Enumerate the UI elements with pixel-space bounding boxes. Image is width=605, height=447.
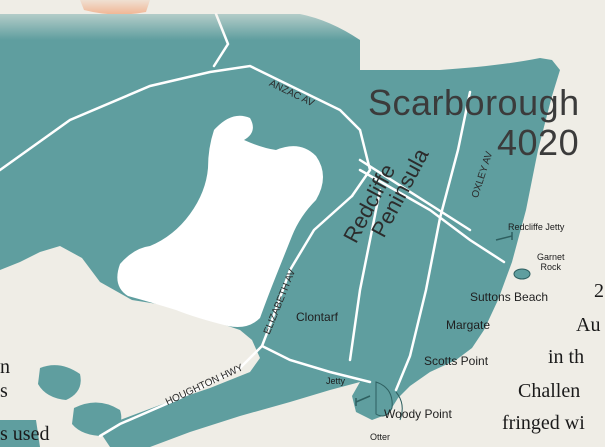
jetties [355, 232, 513, 406]
place-jetty: Jetty [326, 376, 346, 386]
garnet-rock-shape [513, 268, 531, 280]
road-oxley [394, 90, 472, 392]
place-suttons-beach: Suttons Beach [470, 290, 549, 304]
article-fragment-left-2: s [0, 380, 8, 402]
place-garnet-rock: Garnet Rock [537, 252, 565, 272]
land-fragment-sw [0, 420, 40, 447]
road-anzac [0, 64, 372, 198]
place-garnet-rock-line-2: Rock [540, 262, 562, 272]
place-otter: Otter [370, 432, 391, 442]
roads [0, 12, 506, 438]
article-fragment-right-1: 2 [594, 280, 604, 302]
article-fragment-left-3: s used [0, 423, 50, 445]
article-fragment-right-4: Challen [518, 380, 581, 402]
place-margate: Margate [446, 318, 491, 332]
island-2 [72, 402, 122, 436]
island-1 [38, 365, 81, 400]
place-woody-point: Woody Point [384, 407, 452, 421]
article-fragment-right-2: Au [576, 314, 601, 336]
woody-jetty-line [355, 395, 371, 403]
place-garnet-rock-line-1: Garnet [537, 252, 565, 262]
road-inner [348, 188, 382, 362]
place-redcliffe-jetty: Redcliffe Jetty [508, 222, 565, 232]
redcliffe-jetty-line [495, 235, 513, 241]
suburb-label: Scarborough [368, 82, 580, 123]
article-fragment-left-1: n [0, 356, 10, 378]
article-fragment-right-5: fringed wi [502, 412, 585, 434]
road-coastal [260, 344, 372, 384]
bay-water [117, 115, 323, 327]
place-clontarf: Clontarf [296, 310, 339, 324]
road-main-east [358, 168, 506, 264]
reef-2 [395, 391, 403, 421]
postcode-label: 4020 [497, 122, 580, 163]
place-scotts-point: Scotts Point [424, 354, 489, 368]
road-houghton [98, 344, 264, 438]
article-fragment-right-3: in th [548, 346, 585, 368]
paper-fade [0, 0, 605, 40]
reef-1 [375, 381, 393, 417]
road-cross [358, 158, 472, 232]
road-elizabeth [260, 194, 354, 348]
